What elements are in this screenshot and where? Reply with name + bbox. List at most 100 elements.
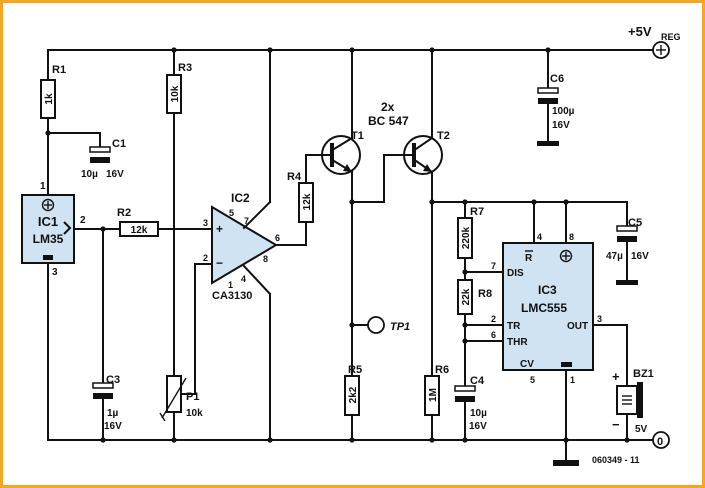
p1-adjust-arrow [161,377,187,419]
bz1-value: 5V [635,424,648,435]
ic3-body [502,242,594,371]
c4-ref: C4 [470,375,485,387]
ic3-pin5: 5 [530,375,535,385]
r3-value: 10k [170,85,181,102]
junction [563,437,569,443]
junction [563,199,569,205]
ic3-reset-label: R [525,253,533,264]
c6-voltage: 16V [552,120,570,131]
r4-ref: R4 [287,171,302,183]
ic3-pin7: 7 [491,261,496,271]
supply-terminal [652,41,670,59]
c6-value: 100µ [552,106,575,117]
transistor-type: BC 547 [368,114,409,128]
t1-ref: T1 [351,130,364,142]
junction [624,437,630,443]
c5-plate-neg [617,236,637,242]
c4-plate-pos [454,385,476,392]
bz1-plus: + [612,369,620,384]
r3-ref: R3 [178,62,192,74]
ic2-pin2: 2 [203,253,208,263]
ic1-pin1: 1 [40,181,46,192]
c6-ref: C6 [550,73,564,85]
c1-plate-neg [90,157,110,163]
r8-value: 22k [461,288,472,305]
ic3-name: IC3 [538,283,557,297]
ic1-part: LM35 [33,232,64,246]
ic3-pin6: 6 [491,330,496,340]
ic2-pin8: 8 [263,254,268,264]
ic2-pin6: 6 [275,233,280,243]
junction [429,47,435,53]
junction [462,437,468,443]
ic3-ground-mark [561,362,572,367]
ic1-pin2: 2 [80,215,86,226]
ic1-name: IC1 [38,214,58,229]
r5-value: 2k2 [348,386,359,403]
c5-plate-pos [616,225,638,232]
ic1-pin3: 3 [52,267,58,278]
ground-symbol [553,460,579,466]
r1-ref: R1 [52,64,66,76]
junction [171,47,177,53]
t2-ref: T2 [437,130,450,142]
ic3-vcc-mark [559,249,573,263]
c6-plate-neg [538,98,558,104]
r4-value: 12k [302,193,313,210]
ic2-pin5: 5 [229,208,234,218]
ic3-cv-label: CV [520,359,534,370]
ic1-ground-mark [43,255,53,260]
ic3-part: LMC555 [521,301,567,315]
c1-ref: C1 [112,138,126,150]
junction [45,130,51,136]
r6-value: 1M [428,388,439,402]
p1-ref: P1 [186,391,199,403]
ic2-opamp [211,205,278,285]
junction [429,437,435,443]
r5-ref: R5 [348,364,362,376]
junction [267,437,273,443]
p1-value: 10k [186,408,203,419]
ic3-pin4: 4 [537,232,542,242]
ic3-thr-label: THR [507,337,528,348]
c1-plate-pos [89,146,111,153]
c5-voltage: 16V [631,251,649,262]
r8-ref: R8 [478,288,492,300]
ic1-output-arrow [63,221,72,235]
figure-code: 060349 - 11 [592,455,640,465]
junction [100,437,106,443]
junction [462,199,468,205]
r2-ref: R2 [117,207,131,219]
r1-value: 1k [44,93,55,105]
bz1-minus: − [612,417,620,432]
ic3-pin3: 3 [597,314,602,324]
c3-ref: C3 [106,374,120,386]
ic2-plus: + [216,222,223,236]
c4-value: 10µ [470,408,487,419]
c6-ground-mark [537,141,559,146]
ic2-name: IC2 [231,191,250,205]
r2-value: 12k [131,225,148,236]
ic2-pin7: 7 [244,216,249,226]
t1-transistor [321,135,361,175]
ic3-pin8: 8 [569,232,574,242]
c1-value: 10µ [81,169,98,180]
ground-terminal [652,431,670,449]
bz1-ref: BZ1 [633,368,654,380]
ic3-dis-label: DIS [507,268,524,279]
c3-value: 1µ [107,408,119,419]
c5-ref: C5 [628,217,642,229]
c5-ground-mark [616,280,638,285]
supply-subscript: REG [661,32,681,42]
junction [171,437,177,443]
junction [545,47,551,53]
transistor-count: 2x [381,100,395,114]
r7-value: 220k [461,226,472,249]
ic2-pin3: 3 [203,218,208,228]
junction [267,47,273,53]
r6-ref: R6 [435,364,449,376]
ic3-pin1: 1 [570,375,575,385]
c3-plate-pos [92,382,114,389]
c3-voltage: 16V [104,421,122,432]
